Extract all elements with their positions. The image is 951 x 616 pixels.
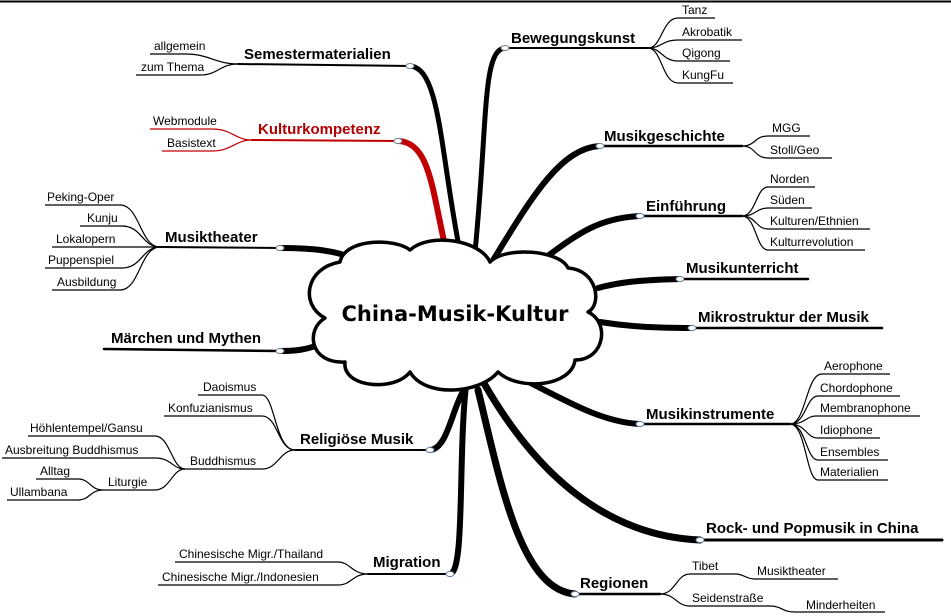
- branch-regionen: [474, 386, 579, 598]
- node-migration[interactable]: Migration: [373, 554, 441, 571]
- leaf-kulturen-ethnien[interactable]: Kulturen/Ethnien: [770, 214, 859, 228]
- root-label: China-Musik-Kultur: [341, 302, 569, 326]
- leaf-idiophone[interactable]: Idiophone: [820, 423, 873, 437]
- branch-musikgeschichte: [489, 143, 603, 265]
- leaf-allgemein[interactable]: allgemein: [154, 39, 205, 53]
- leaf-tanz[interactable]: Tanz: [682, 3, 707, 17]
- leaf-materialien[interactable]: Materialien: [820, 465, 879, 479]
- node-kulturkompetenz[interactable]: Kulturkompetenz: [258, 121, 381, 138]
- leaf-stoll-geo[interactable]: Stoll/Geo: [770, 143, 820, 157]
- leaf-ausbreitung-buddhismus[interactable]: Ausbreitung Buddhismus: [5, 443, 138, 457]
- node-semestermaterialien[interactable]: Semestermaterialien: [244, 46, 391, 63]
- branch-maerchen: [277, 342, 321, 354]
- node-maerchen[interactable]: Märchen und Mythen: [111, 330, 261, 347]
- branch-musikunterricht: [595, 276, 683, 291]
- leaf-ausbildung[interactable]: Ausbildung: [57, 275, 116, 289]
- leaf-konfuzianismus[interactable]: Konfuzianismus: [168, 401, 253, 415]
- node-musikinstrumente[interactable]: Musikinstrumente: [646, 406, 774, 423]
- node-bewegungskunst[interactable]: Bewegungskunst: [511, 30, 635, 47]
- leaf-lokalopern[interactable]: Lokalopern: [56, 232, 115, 246]
- leaf-seidenstrasse[interactable]: Seidenstraße: [692, 591, 764, 605]
- branch-mikrostruktur: [597, 319, 695, 331]
- leaf-daoismus[interactable]: Daoismus: [203, 380, 256, 394]
- leaf-akrobatik[interactable]: Akrobatik: [682, 25, 733, 39]
- leaf-mgg[interactable]: MGG: [772, 121, 801, 135]
- leaf-membranophone[interactable]: Membranophone: [820, 401, 911, 415]
- leaf-norden[interactable]: Norden: [770, 172, 809, 186]
- leaf-qigong[interactable]: Qigong: [682, 46, 721, 60]
- node-religioese-musik[interactable]: Religiöse Musik: [300, 431, 414, 448]
- leaf-webmodule[interactable]: Webmodule: [153, 114, 217, 128]
- main-labels: Semestermaterialien Kulturkompetenz Musi…: [111, 30, 919, 592]
- underline-semestermaterialien: [237, 63, 411, 67]
- node-mikrostruktur[interactable]: Mikrostruktur der Musik: [698, 309, 870, 326]
- leaf-hoehlentempel[interactable]: Höhlentempel/Gansu: [30, 421, 143, 435]
- branch-semestermaterialien: [407, 63, 463, 255]
- underline-kulturkompetenz: [251, 139, 399, 142]
- leaf-kulturrevolution[interactable]: Kulturrevolution: [770, 235, 853, 249]
- leaf-sueden[interactable]: Süden: [770, 193, 805, 207]
- underline-musiktheater: [159, 246, 281, 249]
- root-cloud[interactable]: [307, 238, 604, 392]
- sub-branches: [2, 17, 920, 613]
- branch-bewegungskunst: [472, 45, 508, 255]
- leaf-minderheiten[interactable]: Minderheiten: [806, 598, 875, 612]
- leaf-liturgie[interactable]: Liturgie: [108, 475, 148, 489]
- leaf-alltag[interactable]: Alltag: [40, 464, 70, 478]
- node-musikunterricht[interactable]: Musikunterricht: [686, 260, 799, 277]
- leaf-migr-thailand[interactable]: Chinesische Migr./Thailand: [179, 547, 323, 561]
- branch-kulturkompetenz: [395, 138, 449, 253]
- leaf-buddhismus[interactable]: Buddhismus: [190, 454, 256, 468]
- leaf-tibet[interactable]: Tibet: [692, 559, 719, 573]
- leaf-ullambana[interactable]: Ullambana: [10, 485, 68, 499]
- leaf-chordophone[interactable]: Chordophone: [820, 381, 893, 395]
- underline-maerchen: [102, 347, 282, 353]
- leaf-aerophone[interactable]: Aerophone: [824, 359, 883, 373]
- leaf-peking-oper[interactable]: Peking-Oper: [47, 190, 114, 204]
- branch-einfuehrung: [542, 213, 643, 261]
- leaf-migr-indonesien[interactable]: Chinesische Migr./Indonesien: [162, 570, 319, 584]
- node-rockpop[interactable]: Rock- und Popmusik in China: [706, 520, 919, 537]
- leaf-basistext[interactable]: Basistext: [167, 136, 216, 150]
- branch-knobs: [275, 45, 705, 597]
- leaf-ensembles[interactable]: Ensembles: [820, 445, 879, 459]
- leaf-puppenspiel[interactable]: Puppenspiel: [48, 253, 114, 267]
- sub-labels: allgemein zum Thema Webmodule Basistext …: [5, 3, 911, 612]
- leaf-kungfu[interactable]: KungFu: [682, 68, 724, 82]
- branch-rockpop: [481, 381, 704, 544]
- branch-migration: [447, 382, 469, 577]
- leaf-kunju[interactable]: Kunju: [87, 211, 118, 225]
- leaf-tibet-musiktheater[interactable]: Musiktheater: [757, 564, 826, 578]
- node-einfuehrung[interactable]: Einführung: [646, 198, 726, 215]
- node-musikgeschichte[interactable]: Musikgeschichte: [604, 128, 725, 145]
- leaf-zum-thema[interactable]: zum Thema: [141, 60, 204, 74]
- node-musiktheater[interactable]: Musiktheater: [165, 229, 258, 246]
- node-regionen[interactable]: Regionen: [580, 575, 648, 592]
